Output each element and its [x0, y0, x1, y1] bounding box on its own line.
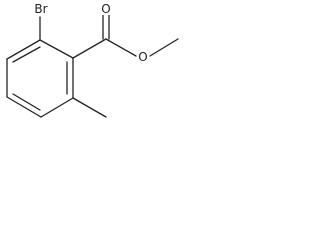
- carbonyl-oxygen-label-bg: [100, 2, 112, 15]
- ring-bond-c6-c1: [39, 39, 74, 59]
- benzene-ring: [6, 39, 74, 118]
- bromine-label-bg: [32, 2, 50, 16]
- ester-oxygen-label-bg: [137, 50, 149, 63]
- bromine-label: Br: [34, 2, 47, 16]
- ring-bond-c5-c6: [6, 39, 41, 60]
- ring-double-bond-c3-c4: [12, 93, 41, 111]
- bond-ring-to-methyl: [72, 97, 107, 118]
- carbonyl-oxygen-label: O: [101, 2, 110, 16]
- ester-oxygen-label: O: [138, 50, 147, 64]
- ring-bond-c3-c4: [6, 96, 42, 118]
- ring-double-bond-c5-c6: [12, 46, 41, 63]
- ring-bond-c2-c3: [40, 97, 74, 118]
- skeletal-structure-diagram: Br O O: [6, 2, 179, 118]
- bond-ring-to-carbonyl-carbon: [72, 38, 107, 59]
- bond-carbonyl-to-ester-oxygen: [105, 38, 137, 57]
- bond-ester-oxygen-to-methyl: [149, 38, 179, 57]
